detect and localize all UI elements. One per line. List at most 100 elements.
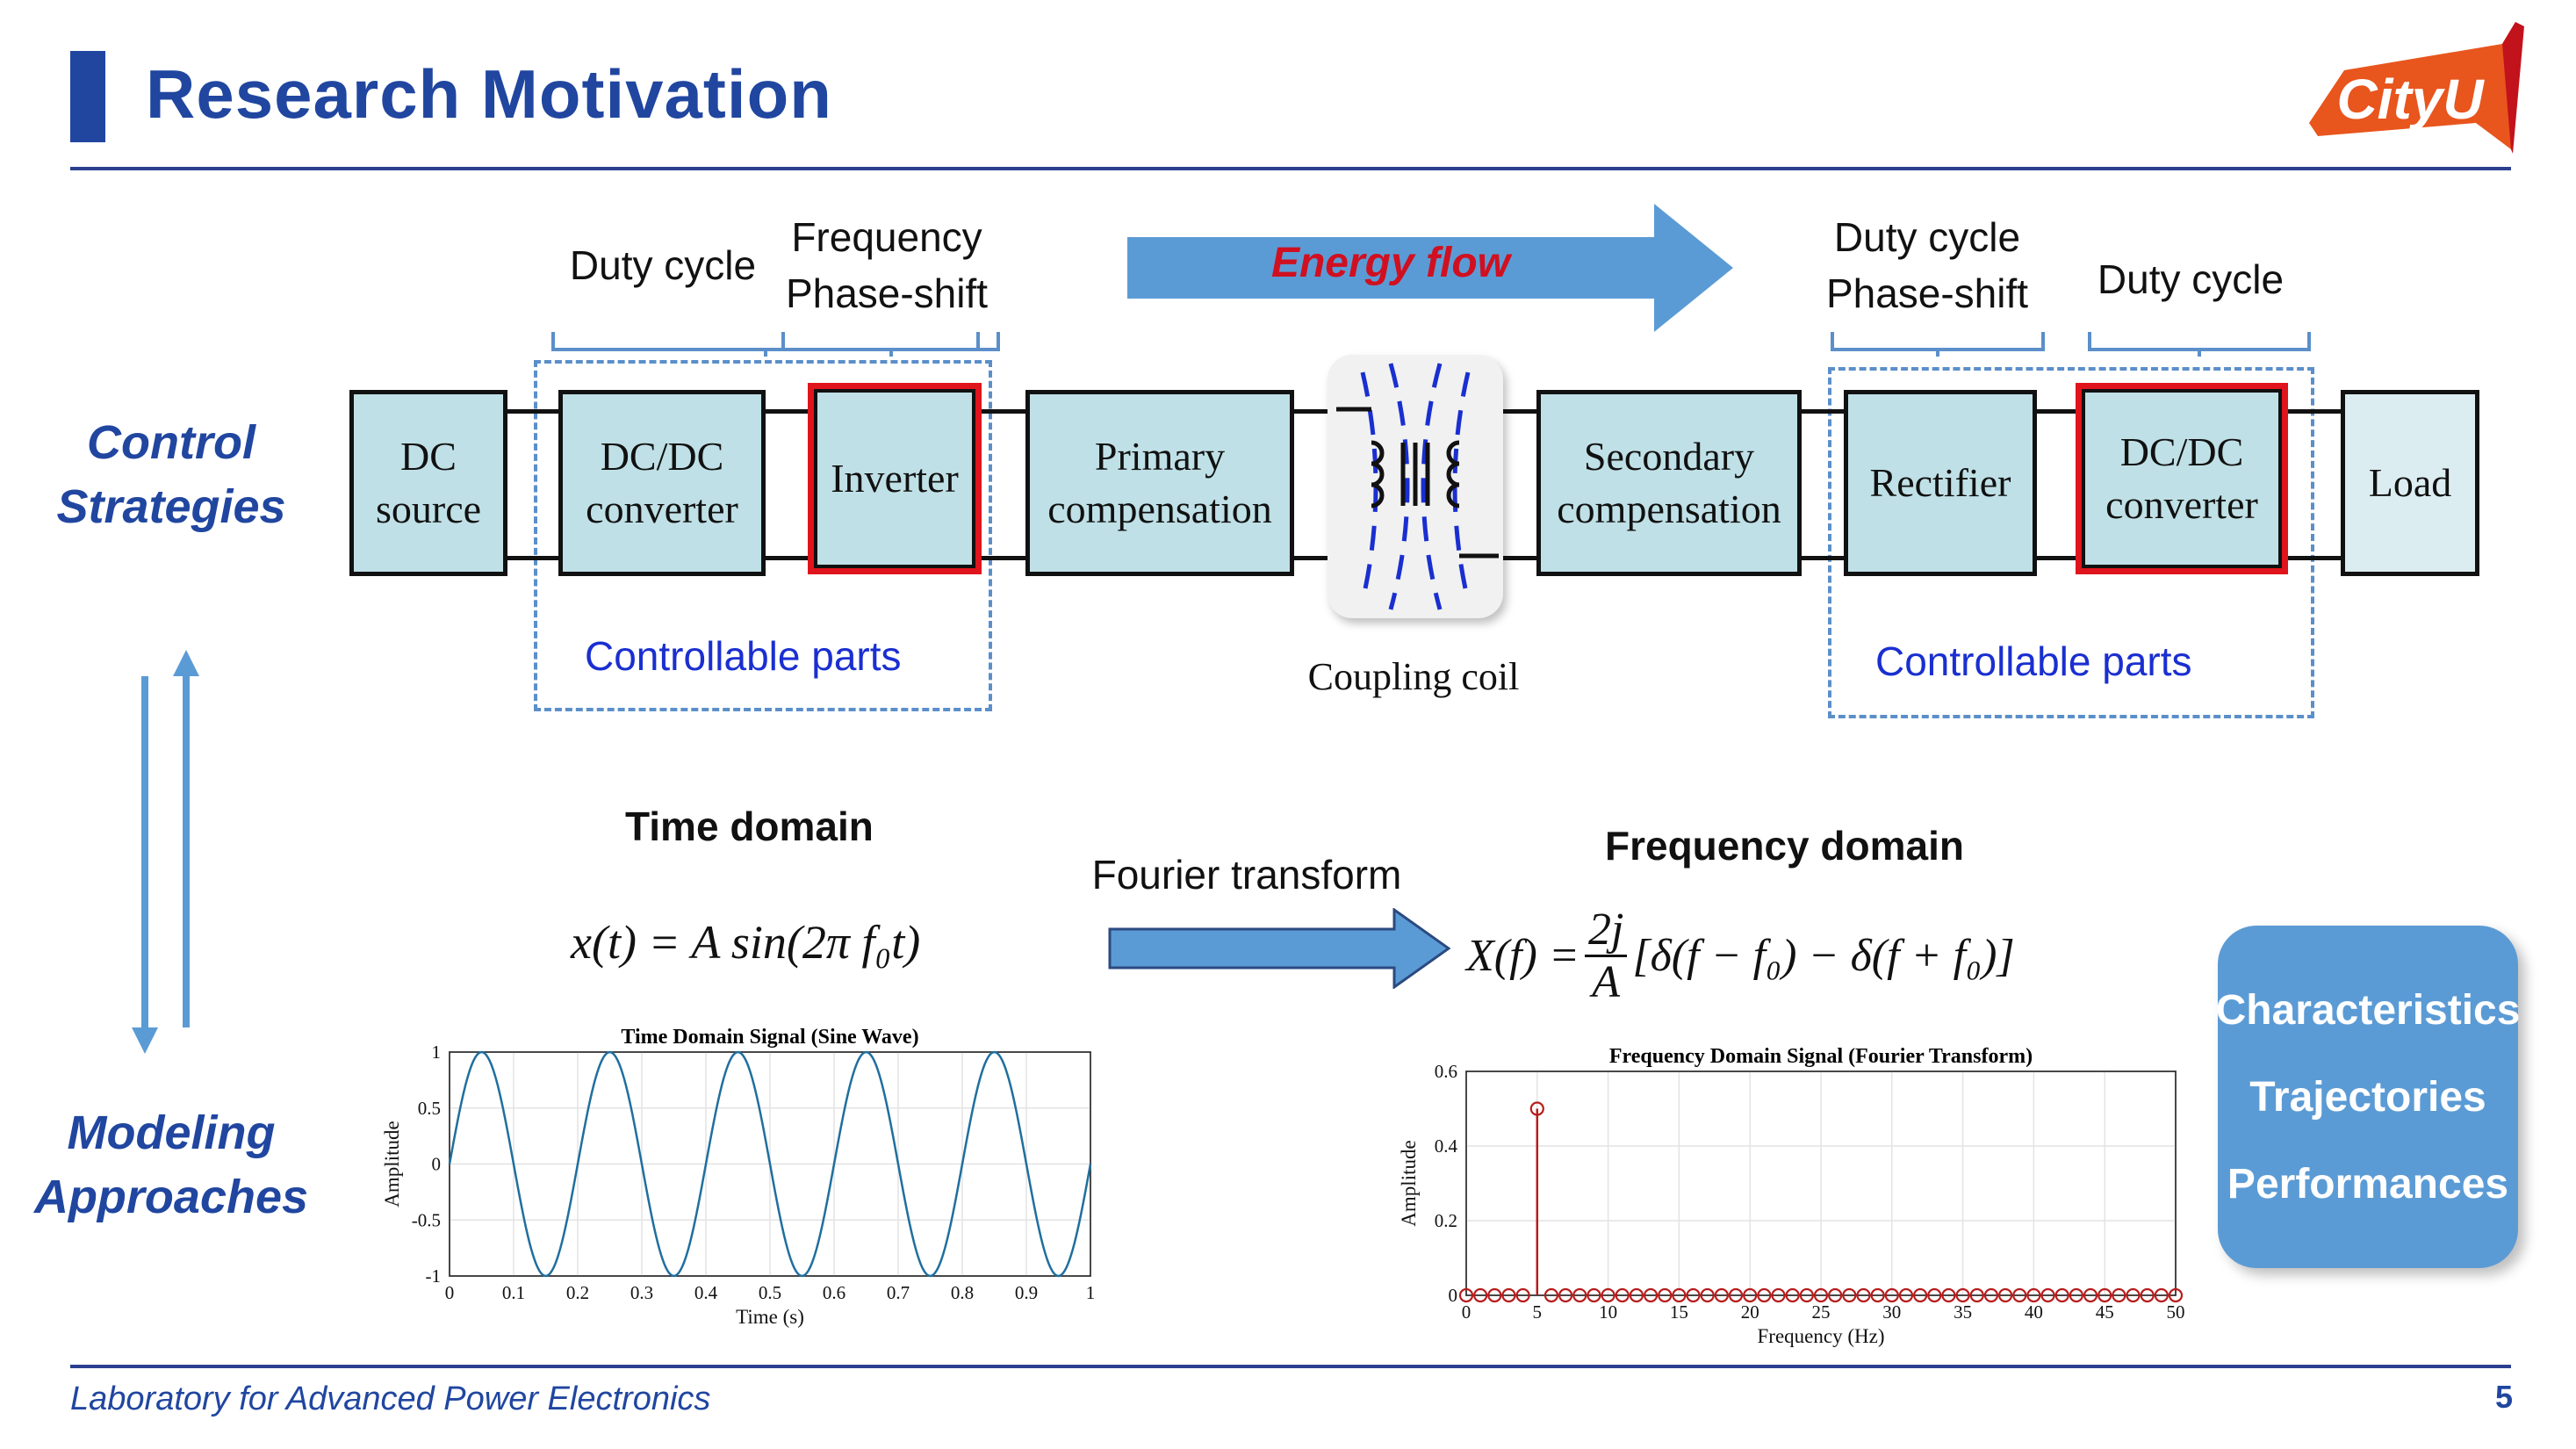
stem-marker	[1913, 1287, 1928, 1303]
stem-marker	[2126, 1287, 2141, 1303]
y-tick-label: -0.5	[412, 1209, 441, 1230]
y-tick-label: 0	[432, 1154, 442, 1175]
x-axis-label: Time (s)	[736, 1306, 804, 1328]
x-tick-label: 25	[1812, 1301, 1831, 1323]
x-tick-label: 0.8	[951, 1282, 974, 1303]
controllable-parts-left-label: Controllable parts	[585, 633, 902, 679]
freq-eq-fraction: 2j A	[1584, 905, 1628, 1008]
header-rule	[70, 167, 2511, 170]
y-tick-label: 0.2	[1435, 1210, 1457, 1231]
stem-marker	[1458, 1287, 1474, 1303]
stem-marker	[2040, 1287, 2055, 1303]
y-tick-label: -1	[426, 1265, 442, 1287]
energy-flow-arrow: Energy flow	[1127, 204, 1733, 332]
stem-marker	[1757, 1287, 1772, 1303]
x-tick-label: 0	[1462, 1301, 1471, 1323]
stem-marker	[1501, 1287, 1516, 1303]
stem-marker	[2026, 1287, 2041, 1303]
freq-eq-denominator: A	[1592, 957, 1621, 1008]
stem-marker	[1870, 1287, 1885, 1303]
x-tick-label: 5	[1533, 1301, 1543, 1323]
chart-title: Time Domain Signal (Sine Wave)	[621, 1026, 918, 1049]
energy-flow-label: Energy flow	[1270, 240, 1511, 286]
stem-marker	[1529, 1101, 1544, 1116]
x-tick-label: 35	[1954, 1301, 1972, 1323]
stem-marker	[1587, 1287, 1601, 1303]
x-tick-label: 0	[445, 1282, 455, 1303]
fourier-transform-label: Fourier transform	[1091, 852, 1402, 898]
stem-marker	[2083, 1287, 2098, 1303]
footer-rule	[70, 1365, 2511, 1368]
x-tick-label: 0.7	[887, 1282, 910, 1303]
stem-marker	[1728, 1287, 1744, 1303]
frequency-domain-heading: Frequency domain	[1605, 823, 1964, 869]
title-accent-bar	[70, 51, 105, 142]
x-tick-label: 0.3	[630, 1282, 653, 1303]
x-tick-label: 1	[1086, 1282, 1096, 1303]
bidirectional-arrow-icon	[132, 650, 199, 1054]
page-title: Research Motivation	[146, 55, 832, 133]
stem-marker	[2112, 1287, 2126, 1303]
info-item-characteristics: Characteristics	[2215, 986, 2521, 1034]
stem-marker	[2097, 1287, 2112, 1303]
coupling-coil-label: Coupling coil	[1307, 655, 1520, 698]
stem-marker	[1898, 1287, 1914, 1303]
x-tick-label: 20	[1741, 1301, 1759, 1323]
stem-marker	[1884, 1287, 1899, 1303]
stem-marker	[2168, 1287, 2184, 1303]
stem-marker	[1969, 1287, 1984, 1303]
stem-marker	[1856, 1287, 1871, 1303]
time-domain-equation: x(t) = A sin(2π f₀t)	[571, 916, 921, 969]
stem-marker	[2054, 1287, 2069, 1303]
x-tick-label: 10	[1599, 1301, 1617, 1323]
sine-series-line	[448, 1050, 1092, 1278]
stem-marker	[1799, 1287, 1814, 1303]
y-tick-label: 0	[1449, 1285, 1458, 1306]
stem-marker	[1771, 1287, 1786, 1303]
stem-marker	[1558, 1287, 1573, 1303]
x-tick-label: 45	[2096, 1301, 2114, 1323]
footer-lab-name: Laboratory for Advanced Power Electronic…	[70, 1381, 711, 1417]
control-strategies-label: Control Strategies	[56, 416, 286, 533]
stem-marker	[1927, 1287, 1942, 1303]
stem-marker	[1543, 1287, 1559, 1303]
dcdc-converter-right-block: DC/DC converter	[2076, 383, 2288, 574]
x-tick-label: 15	[1670, 1301, 1688, 1323]
x-tick-label: 0.4	[694, 1282, 718, 1303]
rectifier-block: Rectifier	[1844, 390, 2037, 576]
stem-marker	[2140, 1287, 2155, 1303]
freq-eq-rhs: [δ(f − f₀) − δ(f + f₀)]	[1632, 931, 2015, 982]
info-item-performances: Performances	[2227, 1160, 2509, 1208]
controllable-parts-right-label: Controllable parts	[1875, 638, 2192, 684]
left-frequency-phase-label: Frequency Phase-shift	[785, 214, 989, 317]
page-number: 5	[2495, 1379, 2514, 1415]
right-duty-cycle-label: Duty cycle	[2097, 256, 2285, 302]
primary-compensation-block: Primary compensation	[1025, 390, 1294, 576]
x-tick-label: 40	[2025, 1301, 2043, 1323]
controllable-parts-left-box	[534, 360, 992, 711]
stem-marker	[2154, 1287, 2169, 1303]
stem-marker	[1572, 1287, 1587, 1303]
stem-marker	[1700, 1287, 1715, 1303]
freq-eq-lhs: X(f) =	[1466, 931, 1579, 982]
cityu-logo-text: CityU	[2336, 68, 2485, 131]
freq-eq-numerator: 2j	[1584, 905, 1628, 958]
stem-marker	[1643, 1287, 1659, 1303]
coupling-coil-icon	[1328, 355, 1503, 618]
outcomes-box: Characteristics Trajectories Performance…	[2215, 926, 2521, 1268]
y-axis-label: Amplitude	[381, 1121, 403, 1207]
stem-marker	[1615, 1287, 1630, 1303]
controllable-parts-right-box	[1828, 367, 2314, 718]
secondary-compensation-block: Secondary compensation	[1536, 390, 1802, 576]
y-tick-label: 0.6	[1435, 1061, 1457, 1082]
stem-marker	[1601, 1287, 1615, 1303]
stem-marker	[1629, 1287, 1644, 1303]
stem-marker	[1813, 1287, 1829, 1303]
dcdc-converter-left-block: DC/DC converter	[558, 390, 766, 576]
x-tick-label: 0.2	[566, 1282, 589, 1303]
stem-marker	[1997, 1287, 2013, 1303]
stem-marker	[1672, 1287, 1687, 1303]
x-tick-label: 50	[2167, 1301, 2185, 1323]
stem-marker	[1743, 1287, 1758, 1303]
